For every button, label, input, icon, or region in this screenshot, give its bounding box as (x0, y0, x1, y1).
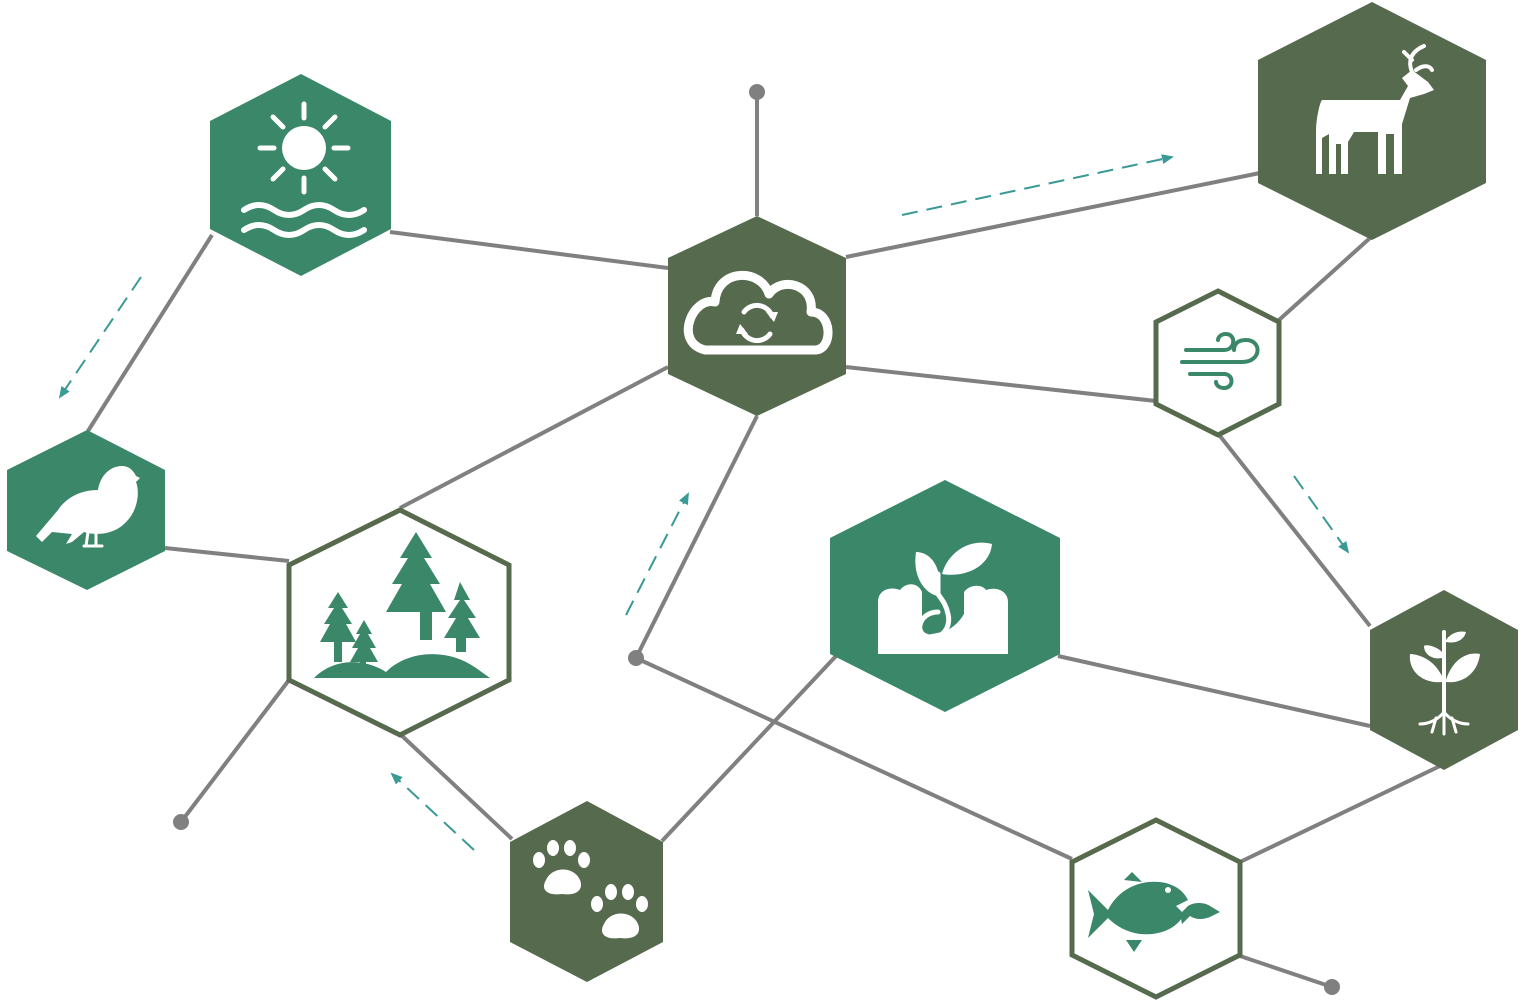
flow-arrow-to-deer (901, 154, 1174, 216)
connector-bird-forest (164, 546, 290, 563)
deer-icon (1316, 44, 1434, 174)
hexagon-solid-green (210, 74, 391, 276)
connector-paws-seedling (660, 654, 838, 843)
node-wind (1153, 288, 1282, 438)
flow-arrows (58, 154, 1350, 851)
connector-sun-cloud (389, 230, 669, 270)
fish-icon (1088, 872, 1220, 952)
node-forest (286, 507, 512, 738)
node-plant-roots (1370, 590, 1518, 770)
endpoint-dot (1324, 979, 1340, 995)
hexagon-solid-dark (510, 801, 663, 982)
endpoint-dots (173, 84, 1340, 995)
connector-fish-pin (1239, 954, 1333, 989)
forest-icon (314, 532, 490, 678)
connector-cloud-forest (399, 365, 669, 510)
paw-prints-icon (533, 840, 648, 939)
wind-icon (1180, 332, 1260, 390)
hexagon-solid-dark (668, 216, 846, 416)
seedling-soil-icon (878, 542, 1008, 654)
node-paw-prints (510, 801, 663, 982)
endpoint-dot (628, 650, 644, 666)
hexagon-solid-green (830, 480, 1060, 712)
sun-water-icon (241, 101, 367, 238)
connector-plant-fish (1239, 764, 1441, 864)
cloud-sync-icon (683, 270, 833, 355)
connector-sun-bird (86, 233, 214, 433)
node-seedling-soil (830, 480, 1060, 712)
hexagon-outline (286, 507, 512, 738)
connector-lines (86, 92, 1441, 989)
flow-arrow-to-bird (58, 276, 142, 399)
node-deer (1258, 2, 1486, 240)
connector-wind-plant (1218, 434, 1372, 628)
connector-cloud-wind (845, 365, 1157, 403)
connector-forest-pin (179, 678, 291, 824)
node-sun-water (210, 74, 391, 276)
connector-cloud-lower-pin (634, 415, 759, 659)
connector-seedling-plant (1057, 654, 1371, 728)
connector-cloud-deer (845, 171, 1261, 259)
connector-deer-wind (1277, 236, 1372, 322)
node-climate-cloud (668, 216, 846, 416)
plant-roots-icon (1409, 630, 1480, 736)
flow-arrow-to-forest (390, 772, 475, 851)
node-bird (7, 430, 165, 590)
flow-arrow-to-cloud (625, 492, 689, 616)
bird-icon (36, 466, 140, 548)
endpoint-dot (173, 814, 189, 830)
endpoint-dot (749, 84, 765, 100)
connector-pin-fish (635, 656, 1073, 861)
node-fish (1069, 817, 1243, 1000)
connector-forest-paws (398, 732, 514, 841)
flow-arrow-to-plant (1293, 475, 1350, 554)
